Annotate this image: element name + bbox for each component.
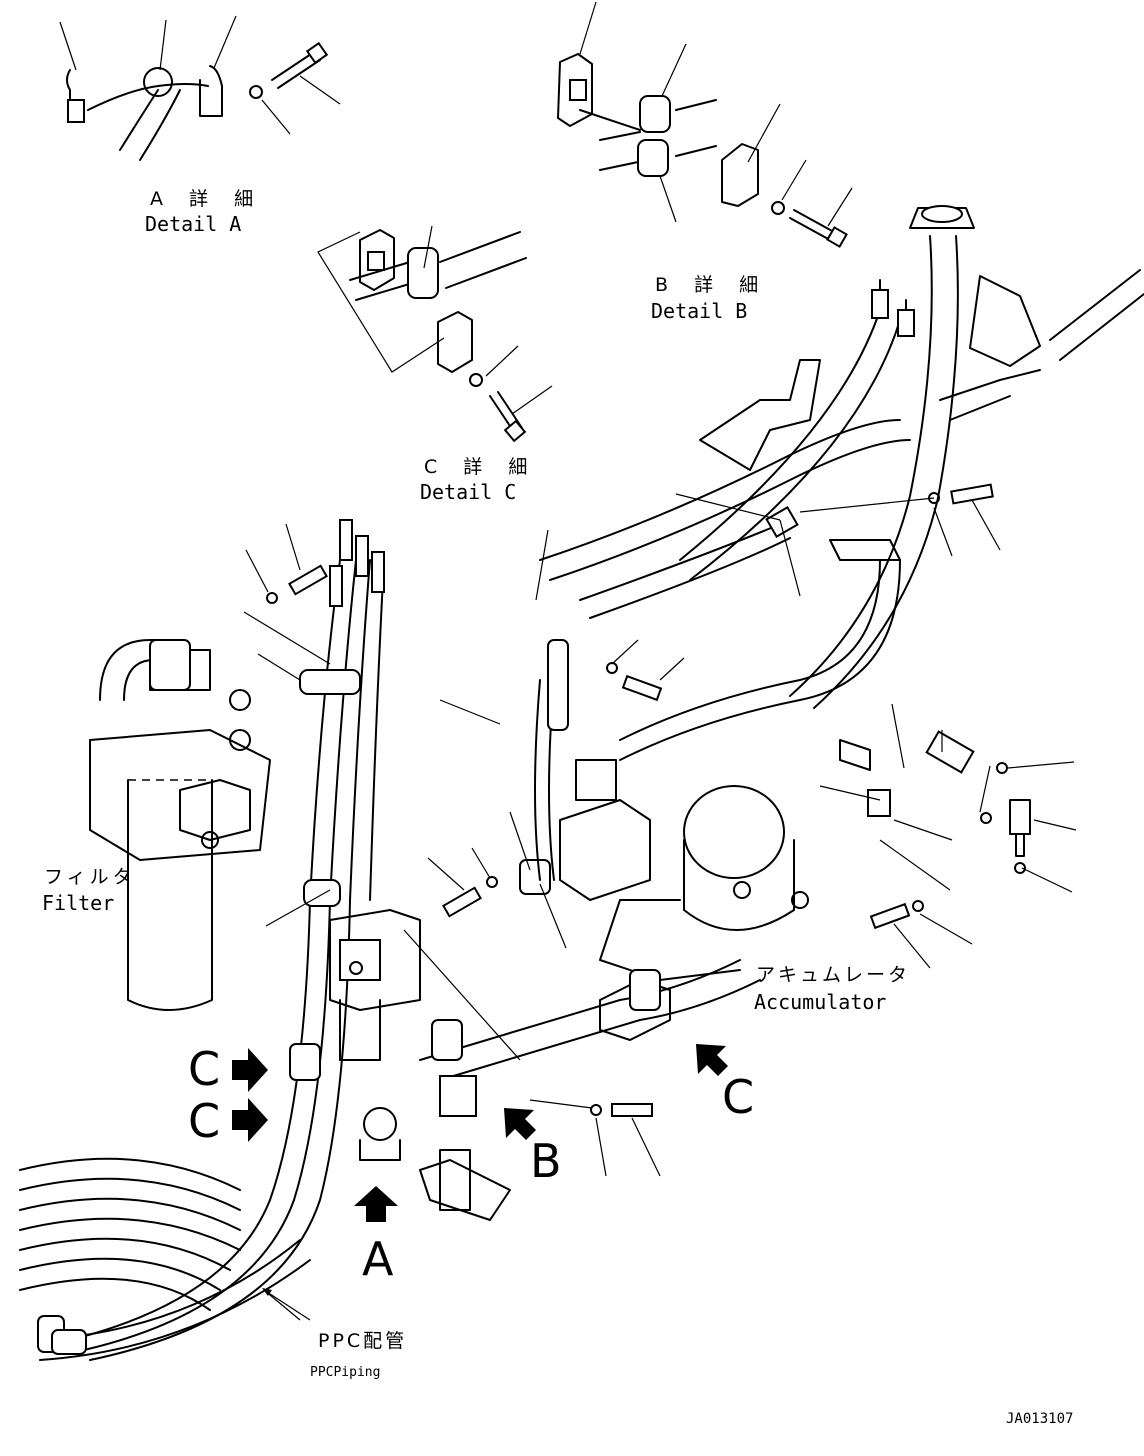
ppc-jp-label: PPC配管 [318, 1330, 408, 1352]
drawing-code: JA013107 [1006, 1411, 1074, 1427]
detail-b-drawing [557, 1, 853, 248]
view-arrows [232, 1044, 728, 1222]
detail-a-drawing [59, 15, 341, 161]
view-marker-c3: C [722, 1070, 755, 1124]
filter-jp-label: フィルタ [44, 866, 136, 888]
accumulator-jp-label: アキュムレータ [756, 964, 911, 986]
filter-en-label: Filter [42, 891, 115, 915]
arrow-c2-icon [232, 1098, 268, 1142]
arrow-c1-icon [232, 1048, 268, 1092]
detail-c-jp-label: C 詳 細 [424, 456, 538, 478]
detail-a-jp-label: A 詳 細 [150, 188, 264, 210]
view-marker-a: A [362, 1232, 394, 1286]
detail-a-en-label: Detail A [145, 212, 242, 236]
accumulator-en-label: Accumulator [754, 990, 887, 1014]
detail-c-en-label: Detail C [420, 480, 517, 504]
detail-c-drawing [317, 225, 553, 443]
detail-b-en-label: Detail B [651, 299, 748, 323]
detail-b-jp-label: B 詳 細 [655, 274, 769, 296]
main-assembly [19, 205, 1144, 1361]
ppc-en-label: PPCPiping [310, 1365, 381, 1380]
ppc-leader-arrowhead-icon [262, 1288, 272, 1296]
arrow-c3-icon [696, 1044, 728, 1076]
view-marker-c2: C [188, 1094, 221, 1148]
ppc-leader-line [263, 1289, 311, 1321]
arrow-a-icon [354, 1186, 398, 1222]
arrow-b-icon [504, 1108, 536, 1140]
view-marker-c1: C [188, 1042, 221, 1096]
view-marker-b: B [530, 1134, 562, 1188]
